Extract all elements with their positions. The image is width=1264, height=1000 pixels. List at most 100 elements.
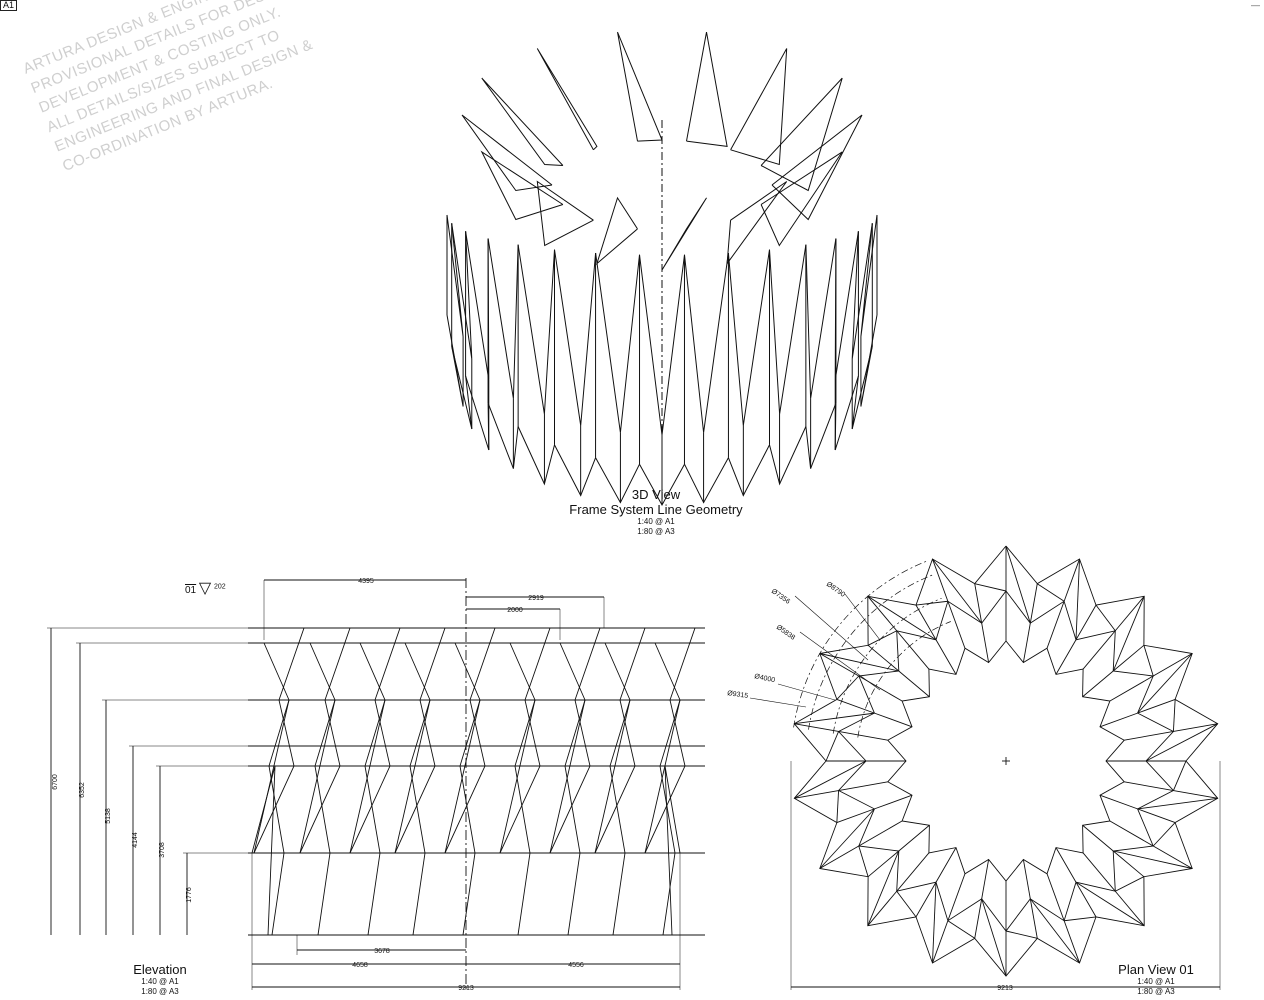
3d-crown-spike xyxy=(726,181,788,266)
elevation-title: Elevation xyxy=(133,962,187,977)
3d-crown-spike xyxy=(771,114,863,221)
plan-radial-fold xyxy=(1173,723,1218,732)
plan-radial-fold xyxy=(974,898,983,939)
section-ref-number: 01 xyxy=(185,585,197,596)
plan-radial-fold xyxy=(896,630,930,670)
elevation-frame-member xyxy=(559,642,586,936)
elevation-scale-a3: 1:80 @ A3 xyxy=(141,987,179,996)
dim-1776: 1776 xyxy=(186,887,193,903)
elevation-diagonal-member xyxy=(299,699,336,854)
plan-diagonal-fold xyxy=(819,808,875,869)
dim-3708: 3708 xyxy=(159,842,166,858)
3d-view-title: 3D View xyxy=(631,487,681,502)
plan-diagonal-fold xyxy=(1095,604,1116,632)
plan-radial-fold xyxy=(1124,781,1174,791)
dim-dia-9315: Ø9315 xyxy=(727,690,749,700)
plan-radial-fold xyxy=(867,890,898,926)
plan-diagonal-fold xyxy=(1075,881,1145,927)
elevation-diagonal-member xyxy=(253,699,290,854)
plan-diagonal-fold xyxy=(1115,876,1145,892)
plan-radial-fold xyxy=(1022,623,1031,663)
elevation-frame-member xyxy=(604,642,631,936)
3d-crown-spike xyxy=(536,180,594,247)
plan-radial-fold xyxy=(1112,644,1145,672)
elevation-frame-member xyxy=(509,642,536,936)
plan-radial-fold xyxy=(932,920,949,964)
elevation-frame-member xyxy=(359,642,386,936)
3d-mid-zigzag xyxy=(684,252,729,433)
plan-radial-fold xyxy=(1099,794,1138,810)
plan-diagonal-fold xyxy=(1112,596,1145,672)
plan-radial-fold xyxy=(1114,890,1145,926)
dim-5138: 5138 xyxy=(105,808,112,824)
dim-4658: 4658 xyxy=(352,962,368,969)
plan-view-title: Plan View 01 xyxy=(1118,962,1194,977)
plan-radial-fold xyxy=(1055,847,1077,883)
plan-diagonal-fold xyxy=(1005,930,1038,939)
plan-diagonal-fold xyxy=(1037,583,1065,602)
plan-diagonal-fold xyxy=(1075,558,1080,640)
plan-radial-fold xyxy=(819,845,860,869)
plan-radial-fold xyxy=(867,596,898,632)
section-reference-symbol: 01 ▽ 202 xyxy=(185,578,226,598)
dim-4556: 4556 xyxy=(568,962,584,969)
dim-dia-8790: Ø8790 xyxy=(825,581,846,599)
plan-view-scale-a3: 1:80 @ A3 xyxy=(1137,987,1175,996)
plan-diameter-arc xyxy=(793,560,928,728)
plan-radial-fold xyxy=(819,653,860,677)
plan-radial-fold xyxy=(1063,920,1080,964)
3d-mid-zigzag xyxy=(769,244,807,415)
3d-bottom-zigzag xyxy=(769,426,807,486)
elevation-frame-member xyxy=(349,627,401,854)
dim-9213-elevation: 9213 xyxy=(458,985,474,992)
elevation-frame-member xyxy=(444,627,496,854)
plan-radial-fold xyxy=(935,639,957,675)
elevation-frame-member xyxy=(253,627,305,854)
plan-diagonal-fold xyxy=(1152,822,1176,847)
plan-radial-fold xyxy=(915,604,937,640)
elevation-vertical-dimensions: 6700 6352 5138 4144 3708 1776 xyxy=(52,774,193,903)
plan-diagonal-fold xyxy=(915,600,948,606)
plan-radial-fold xyxy=(1173,790,1218,799)
plan-leader-line xyxy=(844,593,881,641)
plan-diagonal-fold xyxy=(1137,797,1218,810)
plan-radial-fold xyxy=(898,670,930,698)
3d-view-drawing xyxy=(446,31,878,507)
elevation-edge-member xyxy=(251,765,276,936)
sheet-corner-mark: — xyxy=(1251,0,1260,10)
3d-bottom-zigzag xyxy=(446,314,464,407)
elevation-frame-member xyxy=(549,627,601,854)
3d-view-label: 3D View Frame System Line Geometry 1:40 … xyxy=(556,487,756,537)
plan-view-label: Plan View 01 1:40 @ A1 1:80 @ A3 xyxy=(1106,962,1206,997)
3d-mid-zigzag xyxy=(446,214,464,337)
plan-diagonal-fold xyxy=(858,845,869,877)
plan-radial-fold xyxy=(1082,670,1114,698)
plan-radial-fold xyxy=(858,675,903,702)
plan-diagonal-fold xyxy=(932,558,983,624)
3d-mid-zigzag xyxy=(595,252,640,433)
3d-bottom-zigzag xyxy=(465,375,490,451)
elevation-frame-member xyxy=(394,627,446,854)
plan-diagonal-fold xyxy=(1137,653,1193,714)
elevation-frame-member xyxy=(404,642,431,936)
elevation-diagonal-member xyxy=(349,699,386,854)
plan-diagonal-fold xyxy=(836,790,840,823)
plan-radial-fold xyxy=(1082,824,1114,852)
plan-radial-fold xyxy=(1029,898,1038,939)
plan-diagonal-fold xyxy=(1173,760,1187,791)
plan-diagonal-fold xyxy=(867,595,937,641)
plan-diagonal-fold xyxy=(1143,645,1154,677)
plan-radial-fold xyxy=(1109,820,1154,847)
elevation-frame-member xyxy=(309,642,336,936)
elevation-frame-member xyxy=(594,627,646,854)
3d-mid-zigzag xyxy=(554,249,597,426)
plan-radial-fold xyxy=(1029,583,1038,624)
plan-diagonal-fold xyxy=(947,920,975,939)
plan-diagonal-fold xyxy=(867,630,897,646)
sheet-size-tag: A1 xyxy=(0,0,18,11)
dim-dia-5838: Ø5838 xyxy=(775,624,796,642)
plan-radial-fold xyxy=(896,852,930,892)
plan-radial-fold xyxy=(1075,882,1097,918)
3d-mid-zigzag xyxy=(805,238,837,399)
